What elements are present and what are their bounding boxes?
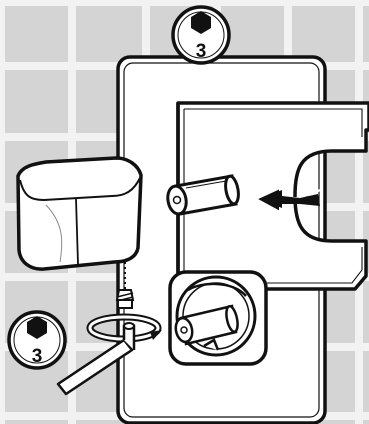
cube-accessory [18, 158, 141, 269]
set-screw [117, 290, 133, 308]
outlet-socket [170, 272, 266, 364]
hex-size-badge-bottom: 3 [9, 312, 65, 368]
hex-size-badge-top: 3 [173, 7, 229, 63]
hex-size-label-top: 3 [196, 41, 207, 62]
hex-size-label-bottom: 3 [32, 346, 43, 367]
